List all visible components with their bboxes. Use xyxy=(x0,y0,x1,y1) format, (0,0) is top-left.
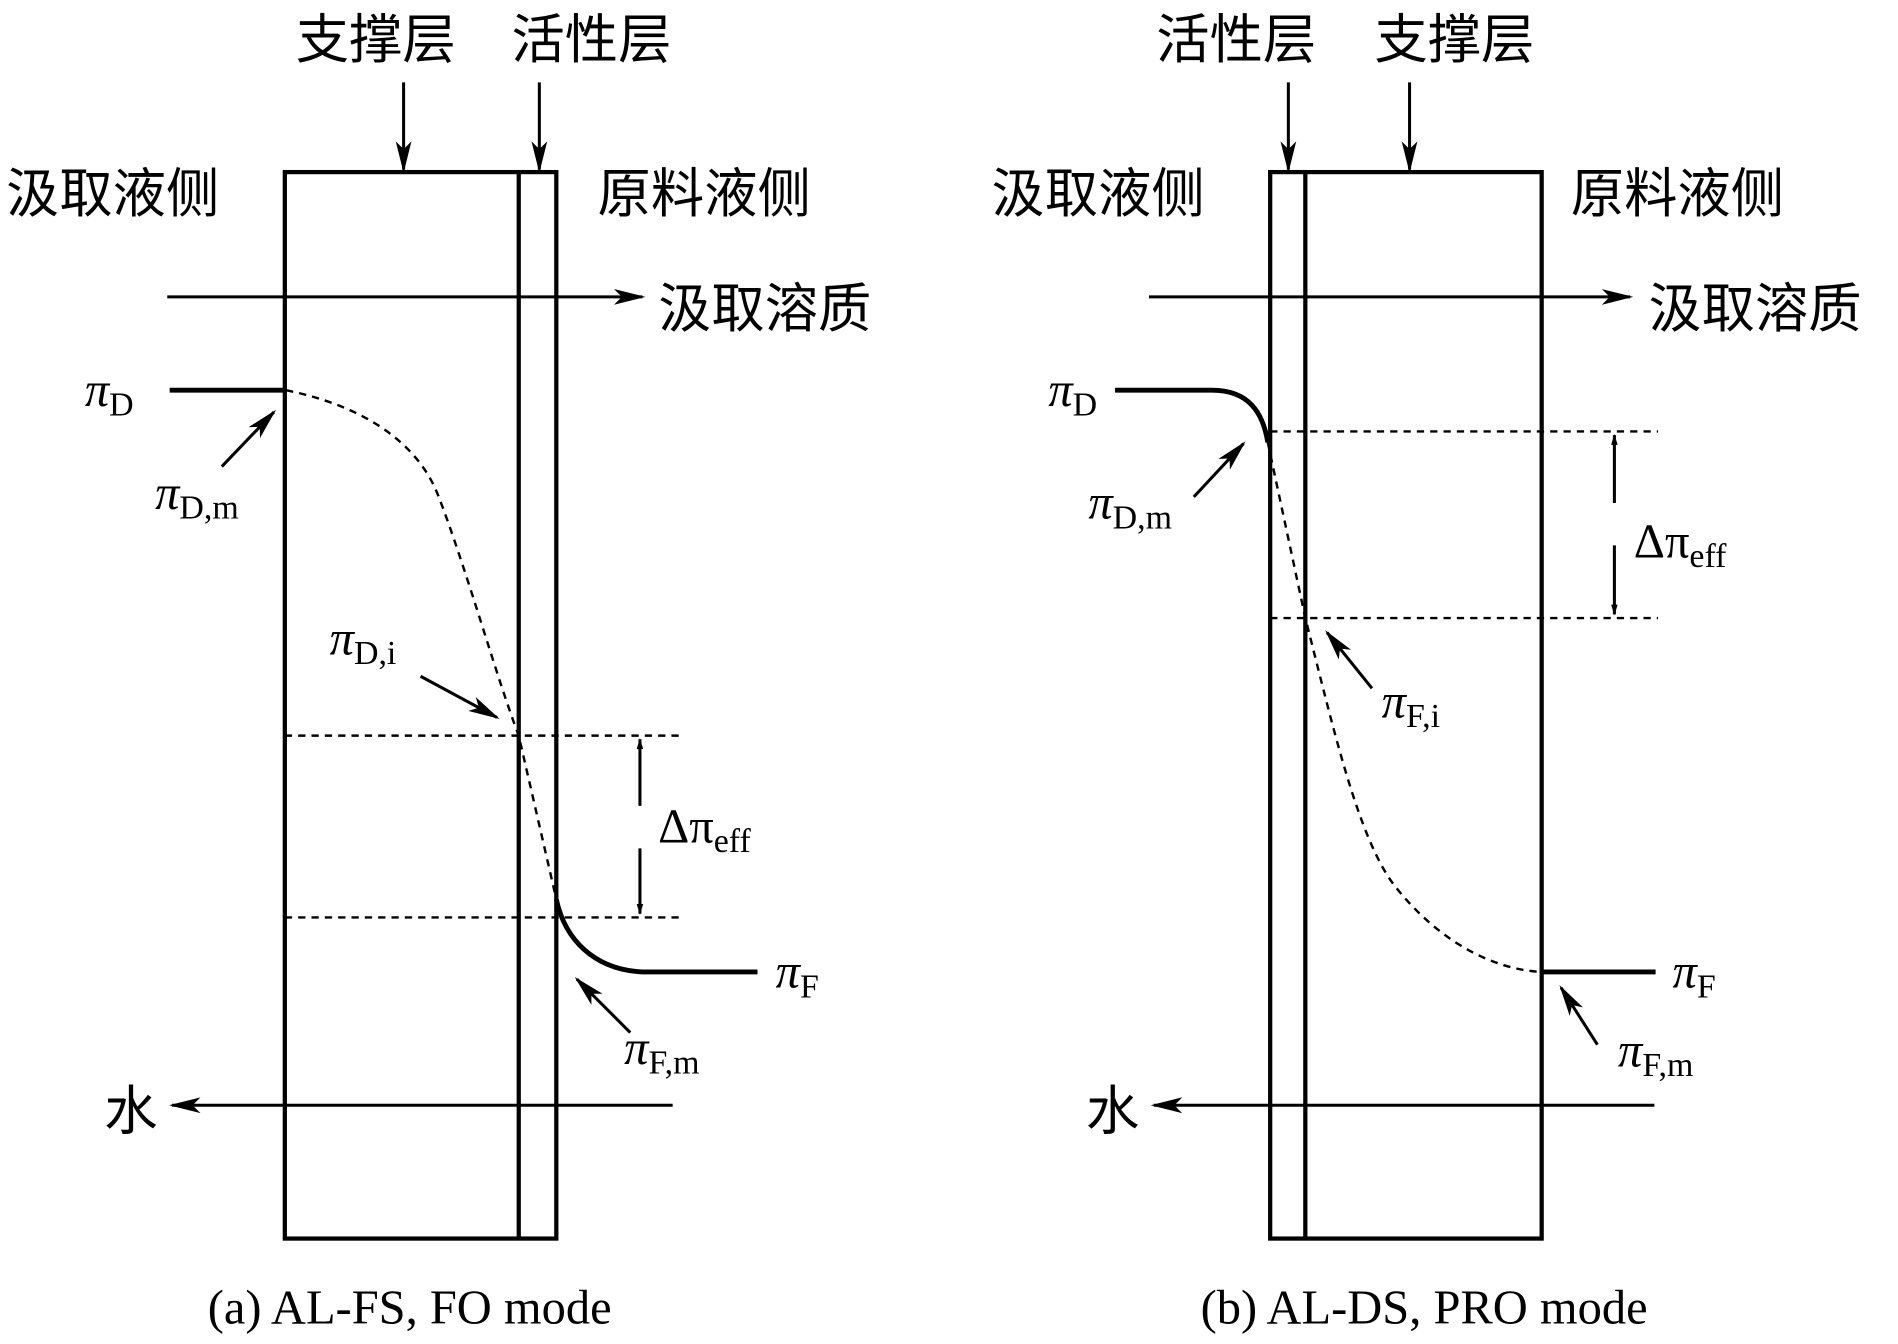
membrane-box xyxy=(282,169,559,1241)
pi-dm-arrow xyxy=(220,409,277,468)
pi-d-line xyxy=(1115,387,1271,443)
caption-a: (a) AL-FS, FO mode xyxy=(208,1281,612,1334)
concentration-profile-dashed xyxy=(285,389,558,900)
pi-fm-arrow xyxy=(1559,985,1599,1046)
pi-f-line xyxy=(553,898,758,975)
caption-b: (b) AL-DS, PRO mode xyxy=(1201,1281,1648,1334)
pi-fm-label: πF,m xyxy=(1618,1024,1693,1084)
pi-dm-label: πD,m xyxy=(1088,477,1172,537)
pi-fi-arrow xyxy=(1325,630,1374,690)
panel-b: 活性层 支撑层 汲取液侧 原料液侧 汲取溶质 πD πF Δπeff πD,m … xyxy=(991,10,1861,1334)
pi-fm-label: πF,m xyxy=(624,1022,699,1082)
pi-d-label: πD xyxy=(1048,364,1097,424)
delta-pi-eff-label: Δπeff xyxy=(658,800,751,860)
pi-di-arrow xyxy=(419,674,500,719)
support-layer-label: 支撑层 xyxy=(1374,10,1534,70)
draw-solute-label: 汲取溶质 xyxy=(658,279,871,339)
concentration-profile-dashed xyxy=(1266,442,1542,974)
draw-side-label: 汲取液侧 xyxy=(991,164,1204,224)
feed-side-label: 原料液侧 xyxy=(1571,164,1784,224)
delta-pi-eff-label: Δπeff xyxy=(1634,515,1727,575)
feed-side-label: 原料液侧 xyxy=(598,164,811,224)
panel-a: 支撑层 活性层 汲取液侧 原料液侧 汲取溶质 πD πF Δπeff πD,m … xyxy=(6,10,871,1334)
pi-d-label: πD xyxy=(85,364,134,424)
pi-fi-label: πF,i xyxy=(1382,675,1440,735)
active-layer-label: 活性层 xyxy=(1156,10,1316,70)
pi-fm-arrow xyxy=(574,976,632,1034)
pi-f-label: πF xyxy=(1673,946,1716,1006)
pi-dm-label: πD,m xyxy=(155,467,239,527)
water-label: 水 xyxy=(104,1081,157,1141)
water-label: 水 xyxy=(1086,1081,1139,1141)
active-layer-label: 活性层 xyxy=(511,10,671,70)
pi-di-label: πD,i xyxy=(330,612,397,672)
support-layer-label: 支撑层 xyxy=(296,10,456,70)
pi-f-label: πF xyxy=(776,946,819,1006)
draw-side-label: 汲取液侧 xyxy=(6,164,219,224)
pi-dm-arrow xyxy=(1192,441,1246,498)
draw-solute-label: 汲取溶质 xyxy=(1648,279,1861,339)
